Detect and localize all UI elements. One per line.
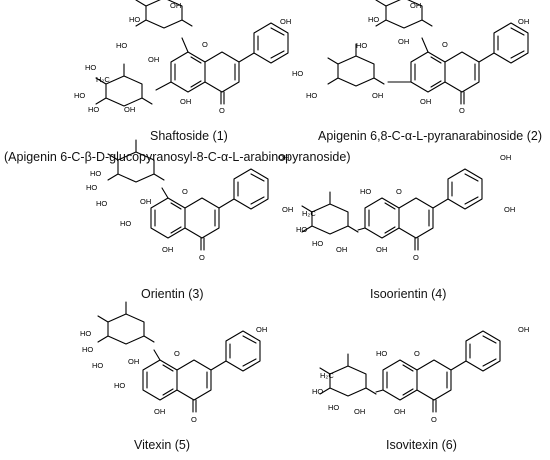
atom-label: HO: [85, 63, 96, 72]
atom-label: HO: [312, 387, 323, 396]
atom-label: O: [174, 349, 180, 358]
atom-label: HO: [86, 183, 97, 192]
atom-label: O: [413, 253, 419, 262]
atom-label: HO: [80, 329, 91, 338]
atom-label: HO: [356, 41, 367, 50]
atom-label: O: [191, 415, 197, 424]
atom-label: OH: [500, 153, 511, 162]
atom-label: O: [199, 253, 205, 262]
atom-label: OH: [162, 245, 173, 254]
atom-label: O: [414, 349, 420, 358]
compound-3-name: Orientin (3): [141, 287, 204, 301]
atom-label: HO: [129, 15, 140, 24]
atom-label: O: [442, 40, 448, 49]
atom-label: OH: [180, 97, 191, 106]
atom-label: H₂C: [96, 75, 110, 84]
atom-label: O: [396, 187, 402, 196]
atom-label: HO: [328, 403, 339, 412]
atom-label: OH: [282, 205, 293, 214]
atom-label: OH: [398, 37, 409, 46]
atom-label: OH: [518, 325, 529, 334]
atom-label: HO: [96, 199, 107, 208]
atom-label: HO: [120, 219, 131, 228]
atom-label: H₂C: [302, 209, 316, 218]
atom-label: OH: [410, 1, 421, 10]
atom-label: O: [202, 40, 208, 49]
atom-label: OH: [518, 17, 529, 26]
atom-label: HO: [90, 169, 101, 178]
atom-label: HO: [82, 345, 93, 354]
atom-label: OH: [336, 245, 347, 254]
atom-label: OH: [278, 153, 289, 162]
atom-label: HO: [360, 187, 371, 196]
atom-label: OH: [154, 407, 165, 416]
atom-label: OH: [372, 91, 383, 100]
atom-label: HO: [74, 91, 85, 100]
atom-label: OH: [128, 357, 139, 366]
atom-label: OH: [124, 105, 135, 114]
atom-label: HO: [116, 41, 127, 50]
compound-5-name: Vitexin (5): [134, 438, 191, 452]
atom-label: OH: [170, 1, 181, 10]
atom-label: H₂C: [320, 371, 334, 380]
atom-label: OH: [256, 325, 267, 334]
atom-label: OH: [376, 245, 387, 254]
atom-label: HO: [296, 225, 307, 234]
atom-label: OH: [420, 97, 431, 106]
atom-label: OH: [354, 407, 365, 416]
atom-label: OH: [394, 407, 405, 416]
compound-4-name: Isoorientin (4): [370, 287, 447, 301]
compound-6-name: Isovitexin (6): [386, 438, 457, 452]
atom-label: O: [219, 106, 225, 115]
atom-label: HO: [292, 69, 303, 78]
atom-label: HO: [376, 349, 387, 358]
atom-label: OH: [504, 205, 515, 214]
atom-labels: HO HO OH OH HO H₂C HO HO OH OH O O OH HO…: [74, 1, 529, 424]
atom-label: HO: [92, 361, 103, 370]
atom-label: HO: [306, 91, 317, 100]
atom-label: HO: [312, 239, 323, 248]
atom-label: O: [182, 187, 188, 196]
atom-label: O: [431, 415, 437, 424]
atom-label: OH: [280, 17, 291, 26]
atom-label: HO: [88, 105, 99, 114]
compound-2-name: Apigenin 6,8-C-α-L-pyranarabinoside (2): [318, 129, 543, 143]
atom-label: HO: [368, 15, 379, 24]
compound-1-name: Shaftoside (1): [150, 129, 228, 143]
compound-1-subtitle: (Apigenin 6-C-β-D-glucopyranosyl-8-C-α-L…: [4, 150, 351, 164]
atom-label: HO: [114, 381, 125, 390]
atom-label: O: [459, 106, 465, 115]
atom-label: OH: [148, 55, 159, 64]
atom-label: OH: [140, 197, 151, 206]
